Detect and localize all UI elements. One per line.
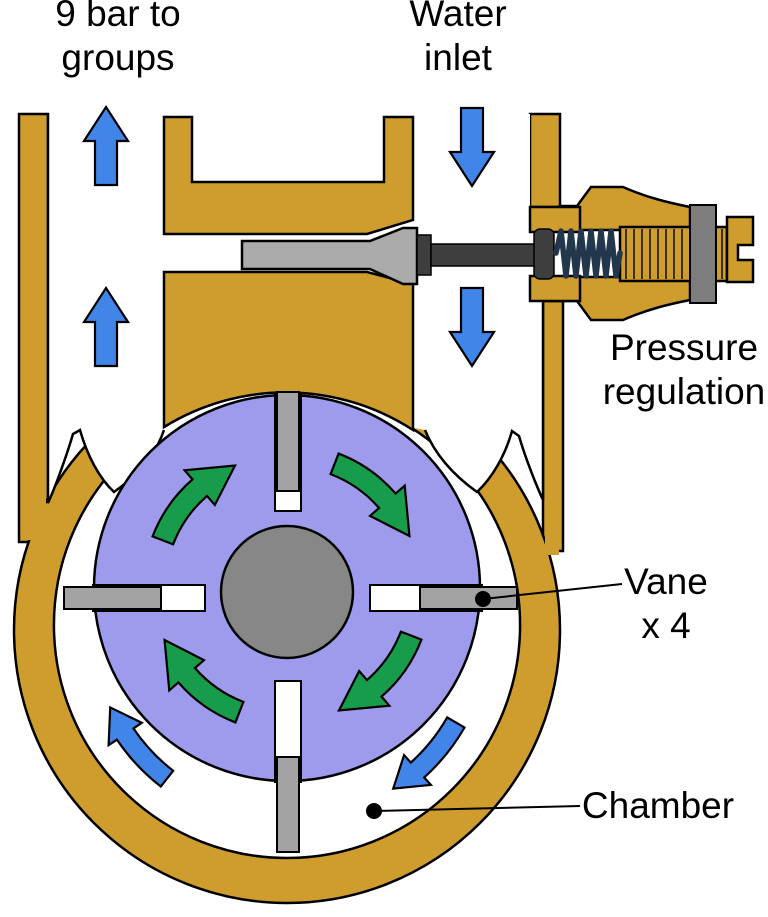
rotor-hub — [219, 524, 355, 660]
vane-right — [419, 586, 518, 610]
left-wall-ring-joint — [26, 494, 46, 540]
callouts — [366, 583, 623, 819]
inlet-channel-edge — [423, 301, 545, 501]
outlet-pipe-outer-wall — [17, 112, 50, 544]
inlet-label: Water inlet — [409, 0, 507, 78]
valve-spring — [553, 228, 623, 279]
lock-nut — [689, 204, 717, 304]
valve-step-upper — [528, 205, 582, 234]
vane-callout-dot — [475, 591, 491, 607]
chamber-callout-line — [373, 805, 581, 812]
valve-rod — [430, 243, 538, 267]
chamber-callout-dot — [366, 803, 382, 819]
vane-bottom — [276, 756, 300, 853]
vane-label: Vane x 4 — [624, 561, 708, 646]
vane-top — [276, 391, 300, 492]
spring-washer — [533, 228, 555, 280]
adjuster-screw-head — [725, 215, 755, 284]
valve-step-lower — [528, 274, 582, 303]
vane-left — [63, 586, 162, 610]
valve-piston — [240, 226, 419, 286]
outlet-label: 9 bar to groups — [55, 0, 181, 78]
right-wall-ring-joint — [545, 505, 559, 555]
piston-flange — [416, 234, 432, 276]
upper-mid-block — [162, 115, 415, 236]
inlet-pipe-outer-wall — [528, 112, 562, 209]
pressure-regulation-label: Pressure regulation — [602, 327, 766, 412]
vane-callout-line — [482, 583, 623, 600]
pressure-regulation-valve — [240, 185, 755, 322]
pump-housing — [12, 112, 565, 905]
chamber-label: Chamber — [581, 785, 735, 826]
